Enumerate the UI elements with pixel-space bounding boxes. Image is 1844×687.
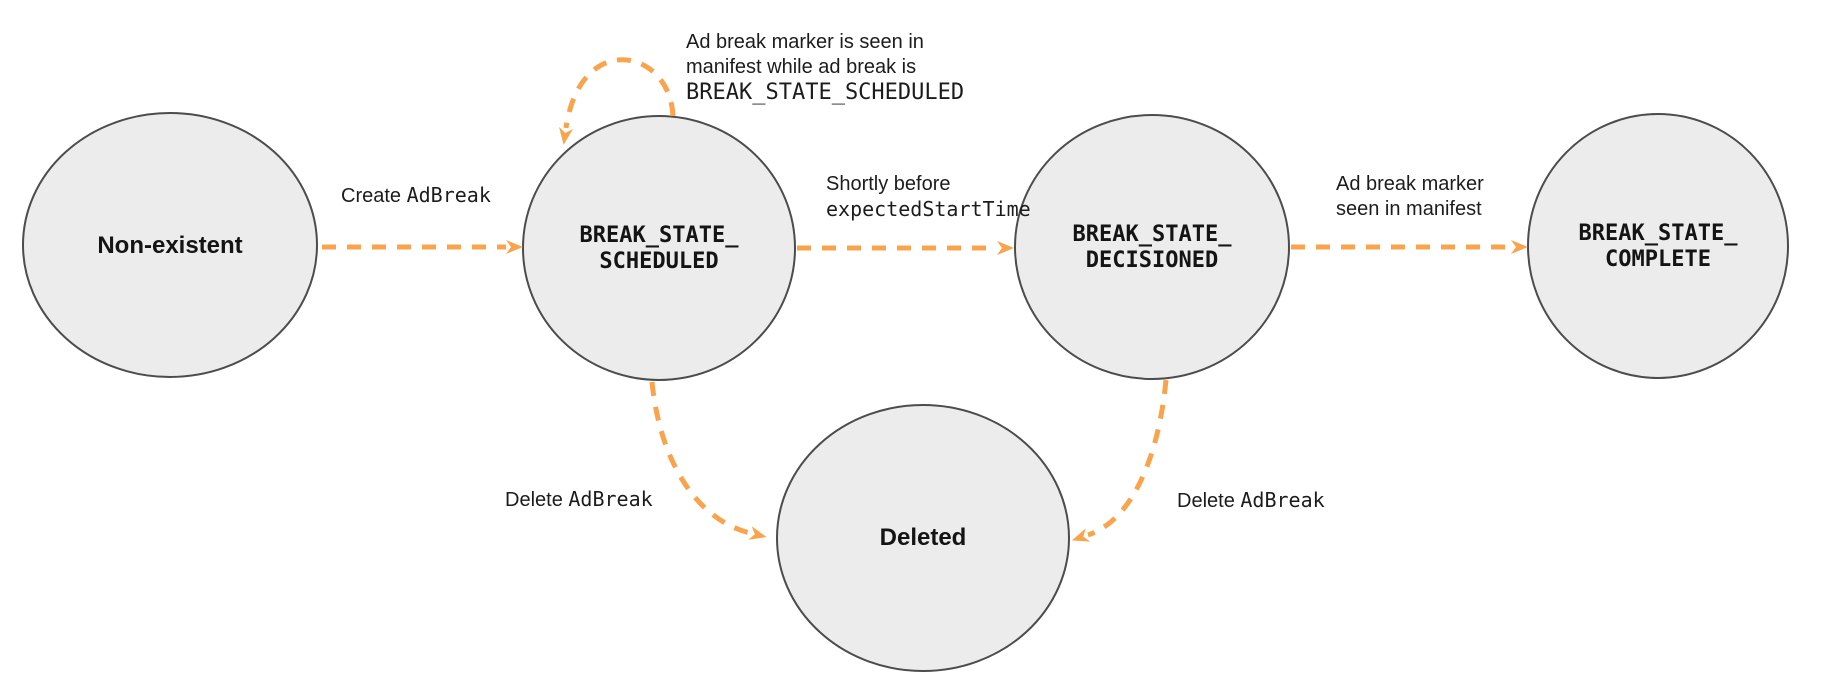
label-delete-left-code: AdBreak (568, 487, 653, 511)
label-create-adbreak-code: AdBreak (406, 183, 491, 207)
label-marker-seen-line1: Ad break marker (1336, 173, 1484, 195)
state-label-scheduled: BREAK_STATE_ SCHEDULED (579, 223, 739, 274)
state-node-complete (1527, 113, 1789, 379)
arrow-scheduled-to-deleted (649, 381, 767, 540)
label-shortly-before: Shortly before expectedStartTime (826, 172, 1031, 222)
label-delete-right-text: Delete (1177, 490, 1241, 512)
label-marker-seen: Ad break marker seen in manifest (1336, 172, 1484, 222)
label-delete-left-text: Delete (505, 489, 569, 511)
label-self-loop-line1: Ad break marker is seen in (686, 31, 924, 53)
state-label-decisioned: BREAK_STATE_ DECISIONED (1072, 222, 1232, 273)
label-delete-adbreak-left: Delete AdBreak (505, 487, 653, 513)
label-marker-seen-line2: seen in manifest (1336, 198, 1482, 220)
label-self-loop-line2: manifest while ad break is (686, 56, 917, 78)
label-create-adbreak: Create AdBreak (341, 183, 491, 209)
state-node-decisioned (1014, 114, 1290, 380)
state-label-non-existent: Non-existent (97, 232, 243, 259)
label-shortly-before-code: expectedStartTime (826, 197, 1031, 221)
state-node-non-existent (22, 112, 318, 378)
label-self-loop: Ad break marker is seen in manifest whil… (686, 30, 964, 105)
label-self-loop-line3: BREAK_STATE_SCHEDULED (686, 80, 965, 105)
state-node-deleted (776, 404, 1070, 672)
arrow-decisioned-to-deleted (1071, 379, 1169, 542)
state-node-scheduled (522, 115, 796, 381)
arrow-self-loop-scheduled (559, 57, 676, 145)
label-delete-right-code: AdBreak (1240, 488, 1325, 512)
label-delete-adbreak-right: Delete AdBreak (1177, 488, 1325, 514)
state-label-complete: BREAK_STATE_ COMPLETE (1578, 221, 1738, 272)
state-label-deleted: Deleted (879, 524, 967, 551)
label-create-adbreak-text: Create (341, 185, 407, 207)
label-shortly-before-line1: Shortly before (826, 173, 951, 195)
